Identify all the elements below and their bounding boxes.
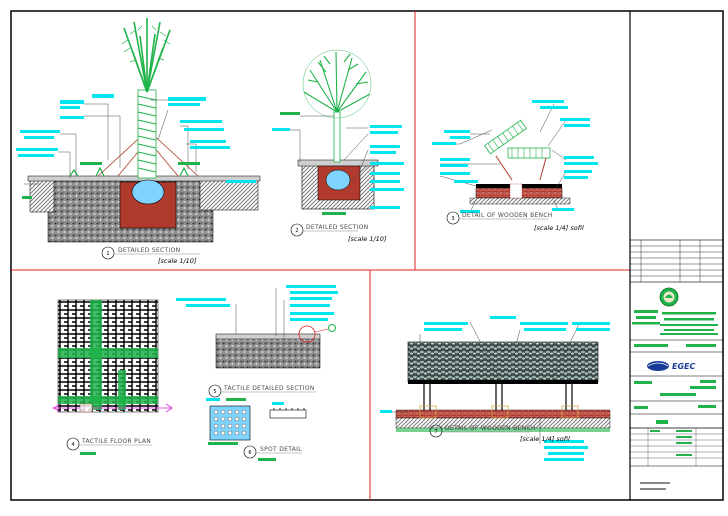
palm-fronds (123, 18, 171, 93)
detail-1-marker (101, 246, 115, 260)
detail-3-title: DETAIL OF WOODEN BENCH (462, 212, 553, 219)
title-block: EGEC (629, 239, 724, 490)
detail-2-tree-section: 2 DETAILED SECTION [scale 1/10] (272, 49, 404, 243)
detail-3-scale: [scale 1/4] sofil (534, 224, 584, 232)
tree-canopy (303, 51, 371, 113)
company-name: EGEC (672, 362, 695, 371)
bench-backrest (484, 119, 527, 155)
root-ball (131, 179, 165, 205)
svg-text:6: 6 (248, 450, 251, 456)
detail-4-marker (66, 437, 80, 451)
detail-7-scale: [scale 1/4] sofil (520, 435, 570, 443)
detail-7-title: DETAIL OF WOODEN BENCH (445, 425, 536, 432)
detail-3-bench-section: 3 DETAIL OF WOODEN BENCH [scale 1/4] sof… (432, 100, 598, 232)
svg-text:1: 1 (106, 251, 109, 257)
detail-6-marker (243, 445, 257, 459)
sheet-border (10, 10, 724, 501)
detail-1-palm-section: 1 DETAILED SECTION [scale 1/10] (16, 18, 261, 265)
company-logo-icon (647, 361, 669, 371)
tree-trunk (333, 111, 341, 163)
bench-stone-top (407, 341, 599, 383)
svg-text:5: 5 (213, 389, 216, 395)
detail-1-title: DETAILED SECTION (118, 247, 180, 254)
svg-text:3: 3 (451, 216, 454, 222)
detail-5-title: TACTILE DETAILED SECTION (223, 385, 315, 392)
detail-4-tactile-floor-plan: 4 TACTILE FLOOR PLAN (52, 299, 173, 455)
detail-7-marker (429, 424, 443, 438)
detail-4-title: TACTILE FLOOR PLAN (81, 438, 151, 445)
detail-1-scale: [scale 1/10] (158, 257, 197, 265)
svg-text:2: 2 (295, 228, 298, 234)
palm-trunk (137, 89, 157, 179)
svg-text:4: 4 (71, 442, 74, 448)
bench-seat (507, 147, 551, 159)
svg-text:7: 7 (434, 429, 437, 435)
detail-6-title: SPOT DETAIL (260, 446, 302, 453)
tile-profile (269, 409, 307, 419)
detail-5-tactile-section: 5 TACTILE DETAILED SECTION (176, 285, 338, 401)
detail-2-title: DETAILED SECTION (306, 224, 368, 231)
detail-5-marker (208, 384, 222, 398)
detail-6-spot-detail: 6 SPOT DETAIL (206, 398, 307, 461)
detail-3-marker (446, 211, 460, 225)
detail-7-bench-elevation: 7 DETAIL OF WOODEN BENCH [scale 1/4] sof… (380, 316, 611, 461)
detail-2-scale: [scale 1/10] (348, 235, 387, 243)
callout-circle (298, 325, 316, 343)
detail-2-marker (290, 223, 304, 237)
